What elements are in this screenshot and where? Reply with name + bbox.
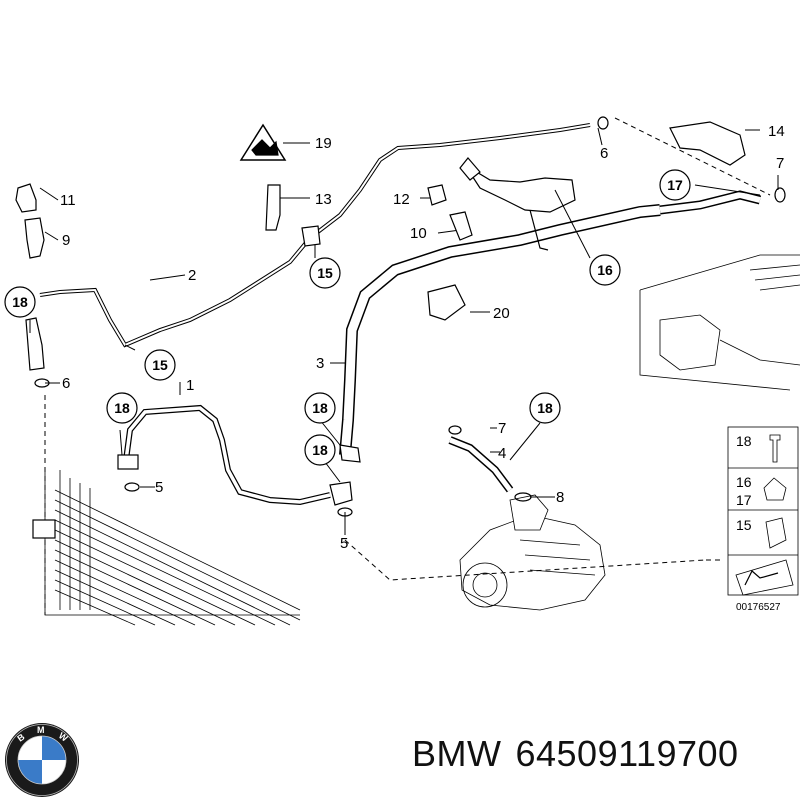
callout-13: 13 xyxy=(315,191,332,208)
callout-20: 20 xyxy=(493,305,510,322)
small-parts xyxy=(15,183,473,321)
callout-11: 11 xyxy=(60,192,76,209)
valve-block xyxy=(464,164,576,213)
firewall-box xyxy=(639,254,800,391)
callout-18-circle-e xyxy=(529,392,561,424)
callout-15-circle-b xyxy=(309,257,341,289)
callout-10: 10 xyxy=(410,225,427,242)
callout-6b: 6 xyxy=(600,145,608,162)
callout-2: 2 xyxy=(188,267,196,284)
pipe-2-left-fitting xyxy=(25,317,45,371)
callout-17: 17 xyxy=(667,177,683,193)
callout-18d: 18 xyxy=(312,442,328,458)
callout-17-circle xyxy=(659,169,691,201)
callout-1: 1 xyxy=(186,377,194,394)
callout-15b: 15 xyxy=(317,265,333,281)
condenser xyxy=(44,470,301,626)
callout-8: 8 xyxy=(556,489,564,506)
callout-16-circle xyxy=(589,254,621,286)
callout-5a: 5 xyxy=(155,479,163,496)
part-label: BMW 64509119700 xyxy=(412,733,753,775)
legend-panel xyxy=(727,426,799,596)
svg-text:B: B xyxy=(15,731,26,743)
bmw-logo-icon: B M W xyxy=(5,723,79,797)
brand-name: BMW xyxy=(412,733,502,774)
callout-6a: 6 xyxy=(62,375,70,392)
callout-15-circle-a xyxy=(144,349,176,381)
callout-18c: 18 xyxy=(312,400,328,416)
callout-9: 9 xyxy=(62,232,70,249)
callout-15a: 15 xyxy=(152,357,168,373)
part-number: 64509119700 xyxy=(515,733,739,774)
legend-15: 15 xyxy=(736,517,752,533)
callout-7a: 7 xyxy=(498,420,506,437)
callout-18-circle-b xyxy=(106,392,138,424)
callout-18e: 18 xyxy=(537,400,553,416)
bracket-14 xyxy=(669,121,746,166)
callout-18b: 18 xyxy=(114,400,130,416)
callout-5b: 5 xyxy=(340,535,348,552)
callout-16: 16 xyxy=(597,262,613,278)
svg-text:M: M xyxy=(37,725,45,735)
callout-18-circle-a xyxy=(4,286,36,318)
compressor xyxy=(459,494,606,611)
callout-3: 3 xyxy=(316,355,324,372)
callout-4: 4 xyxy=(498,445,506,462)
legend-17: 17 xyxy=(736,492,752,508)
callout-18a: 18 xyxy=(12,294,28,310)
legend-18: 18 xyxy=(736,433,752,449)
callout-18-circle-c xyxy=(304,392,336,424)
reference-number: 00176527 xyxy=(736,602,781,613)
legend-16: 16 xyxy=(736,474,752,490)
callout-12: 12 xyxy=(393,191,410,208)
callout-7b: 7 xyxy=(776,155,784,172)
callout-19: 19 xyxy=(315,135,332,152)
callout-18-circle-d xyxy=(304,434,336,466)
o-rings xyxy=(34,116,786,517)
callout-14: 14 xyxy=(768,123,785,140)
